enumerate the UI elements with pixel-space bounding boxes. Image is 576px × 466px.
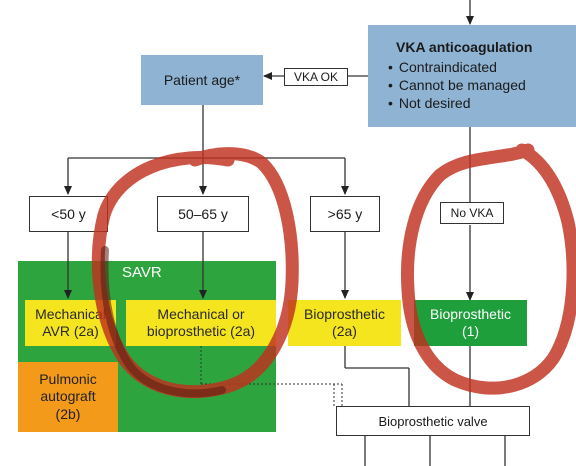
bioprosthetic-1-box: Bioprosthetic (1): [414, 300, 527, 346]
mechanical-avr-line1: Mechanical: [35, 305, 106, 322]
mechanical-or-bioprosthetic-line2: bioprosthetic (2a): [146, 323, 256, 339]
patient-age-box: Patient age*: [141, 55, 263, 105]
vka-ok-label: VKA OK: [284, 68, 348, 86]
vka-item-not-desired: •Not desired: [388, 95, 471, 112]
vka-item-contraindicated: •Contraindicated: [388, 59, 497, 75]
mechanical-avr-box: Mechanical AVR (2a): [25, 300, 116, 346]
bioprosthetic-1-line1: Bioprosthetic: [430, 305, 511, 322]
pulmonic-autograft-line2: autograft: [40, 388, 96, 405]
pulmonic-autograft-box: Pulmonic autograft (2b): [18, 362, 118, 432]
vka-anticoagulation-title: VKA anticoagulation: [396, 39, 533, 55]
mechanical-avr-line2: AVR (2a): [42, 323, 99, 339]
mechanical-or-bioprosthetic-line1: Mechanical or: [157, 305, 245, 322]
pulmonic-autograft-line1: Pulmonic: [39, 370, 97, 387]
vka-anticoagulation-box: VKA anticoagulation •Contraindicated •Ca…: [368, 25, 576, 127]
bioprosthetic-1-line2: (1): [461, 323, 480, 339]
age-group-over-65: >65 y: [310, 196, 380, 232]
no-vka-label: No VKA: [440, 202, 504, 224]
pulmonic-autograft-line3: (2b): [55, 405, 81, 422]
bioprosthetic-2a-box: Bioprosthetic (2a): [288, 300, 401, 346]
bioprosthetic-valve-box: Bioprosthetic valve: [336, 406, 530, 436]
age-group-50-65: 50–65 y: [157, 196, 249, 232]
vka-item-cannot-be-managed: •Cannot be managed: [388, 77, 526, 94]
mechanical-or-bioprosthetic-box: Mechanical or bioprosthetic (2a): [126, 300, 276, 346]
bioprosthetic-2a-line2: (2a): [332, 323, 357, 339]
age-group-under-50: <50 y: [29, 196, 108, 232]
bioprosthetic-2a-line1: Bioprosthetic: [304, 305, 385, 322]
